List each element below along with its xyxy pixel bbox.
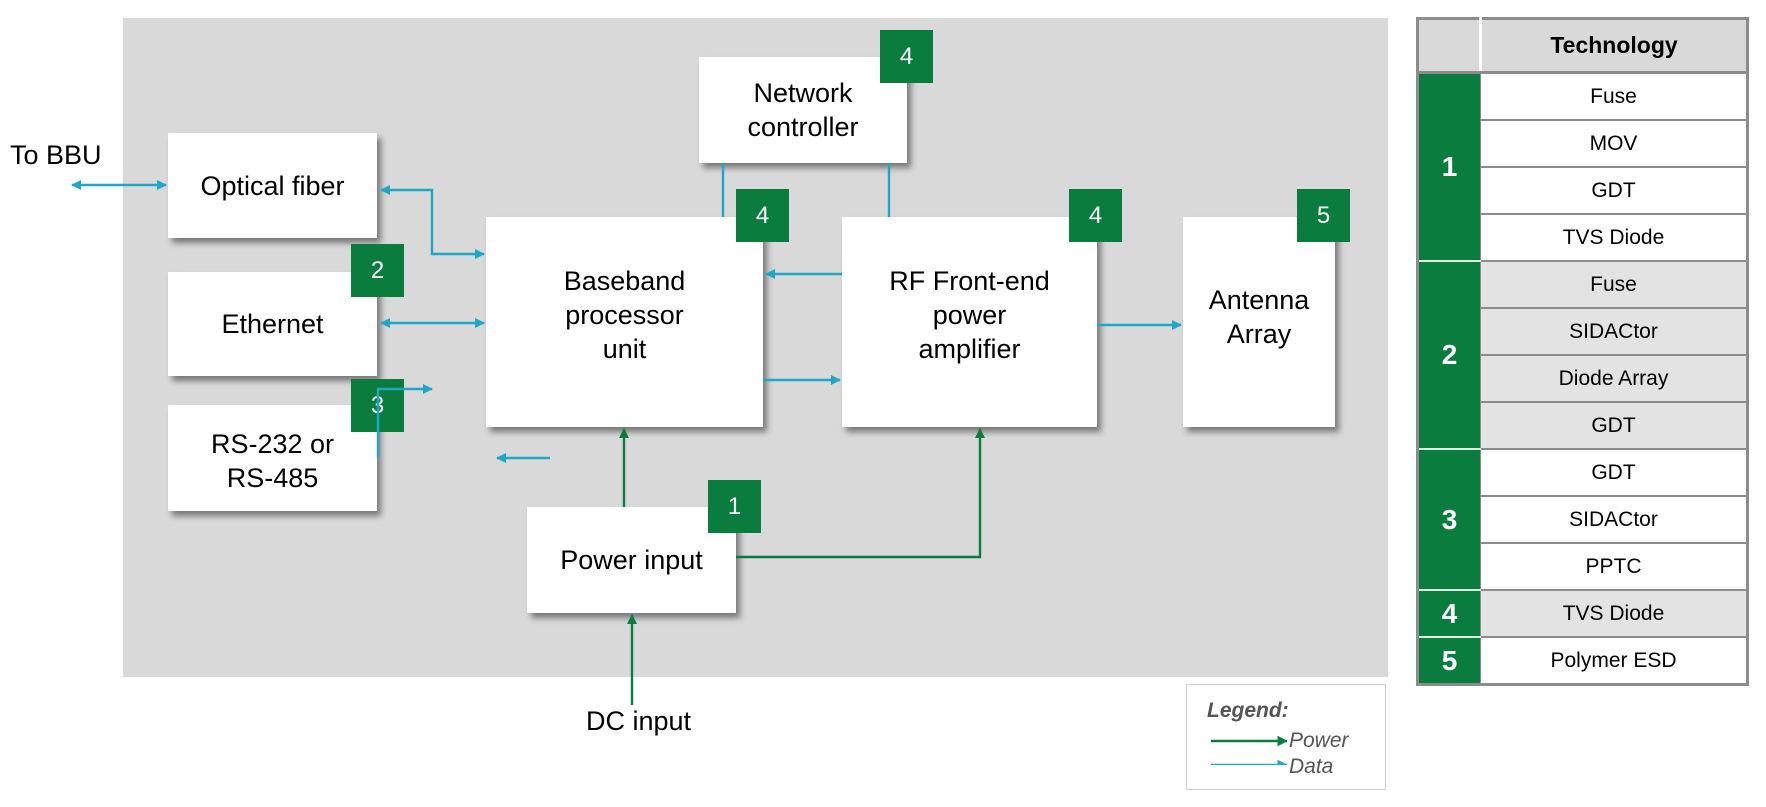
technology-table: Technology 1 Fuse MOV GDT TVS Diode 2 Fu…	[1416, 17, 1749, 686]
group-cell-1: 1	[1417, 71, 1481, 261]
antenna-block: Antenna Array	[1183, 217, 1335, 427]
protection-badge-network-controller: 4	[880, 30, 933, 83]
technology-cell: TVS Diode	[1480, 213, 1748, 261]
technology-cell: MOV	[1480, 119, 1748, 167]
protection-badge-power-input: 1	[708, 480, 761, 533]
table-row: 3 GDT	[1417, 448, 1748, 590]
table-row: 5 Polymer ESD	[1417, 636, 1748, 685]
network-controller-label: Network controller	[747, 78, 859, 142]
rs-block: RS-232 or RS-485	[168, 405, 377, 511]
power-input-block: Power input	[527, 507, 736, 613]
legend-data-label: Data	[1289, 755, 1334, 778]
group-header	[1417, 18, 1482, 74]
network-controller-block: Network controller	[699, 57, 907, 163]
technology-cell: GDT	[1480, 166, 1748, 214]
technology-cell: PPTC	[1480, 542, 1748, 590]
dc-input-label: DC input	[586, 706, 692, 736]
group-cell-3: 3	[1417, 448, 1481, 590]
ethernet-block: Ethernet	[168, 272, 377, 376]
table-row: MOV	[1418, 119, 1748, 167]
table-row: 1 Fuse	[1417, 71, 1748, 261]
legend: Legend: Power Data	[1186, 684, 1386, 790]
protection-badge-baseband: 4	[736, 189, 789, 242]
technology-cell: Fuse	[1480, 71, 1748, 120]
technology-cell: GDT	[1480, 401, 1748, 449]
technology-cell: Diode Array	[1480, 354, 1748, 402]
optical-fiber-label: Optical fiber	[200, 170, 345, 201]
power-input-label: Power input	[560, 545, 703, 575]
group-cell-5: 5	[1417, 636, 1481, 685]
ethernet-label: Ethernet	[221, 309, 324, 339]
technology-header: Technology	[1480, 18, 1748, 74]
legend-swatches	[1211, 735, 1287, 765]
table-row: GDT	[1418, 166, 1748, 214]
rf-frontend-label: RF Front-end power amplifier	[889, 266, 1050, 364]
table-row: SIDACtor	[1418, 307, 1748, 355]
protection-badge-rs: 3	[351, 379, 404, 432]
legend-power-label: Power	[1289, 729, 1349, 752]
legend-title: Legend:	[1207, 699, 1289, 722]
protection-badge-antenna: 5	[1297, 189, 1350, 242]
technology-cell: Fuse	[1480, 260, 1748, 308]
rs-label: RS-232 or RS-485	[210, 429, 335, 493]
table-row: SIDACtor	[1418, 495, 1748, 543]
technology-cell: GDT	[1480, 448, 1748, 496]
table-row: TVS Diode	[1418, 213, 1748, 261]
group-cell-4: 4	[1417, 589, 1481, 637]
baseband-block: Baseband processor unit	[486, 217, 763, 427]
baseband-label: Baseband processor unit	[563, 266, 686, 364]
rf-frontend-block: RF Front-end power amplifier	[842, 217, 1097, 427]
group-cell-2: 2	[1417, 260, 1481, 449]
table-row: 2 Fuse	[1417, 260, 1748, 449]
to-bbu-label: To BBU	[10, 140, 102, 170]
protection-badge-ethernet: 2	[351, 244, 404, 297]
technology-cell: SIDACtor	[1480, 495, 1748, 543]
table-header-row: Technology	[1417, 18, 1748, 74]
antenna-label: Antenna Array	[1208, 285, 1310, 349]
table-row: GDT	[1418, 401, 1748, 449]
table-row: Diode Array	[1418, 354, 1748, 402]
optical-fiber-block: Optical fiber	[168, 133, 377, 238]
protection-badge-rf-frontend: 4	[1069, 189, 1122, 242]
table-row: 4 TVS Diode	[1417, 589, 1748, 637]
technology-cell: Polymer ESD	[1480, 636, 1748, 685]
technology-cell: SIDACtor	[1480, 307, 1748, 355]
technology-cell: TVS Diode	[1480, 589, 1748, 637]
table-row: PPTC	[1418, 542, 1748, 590]
